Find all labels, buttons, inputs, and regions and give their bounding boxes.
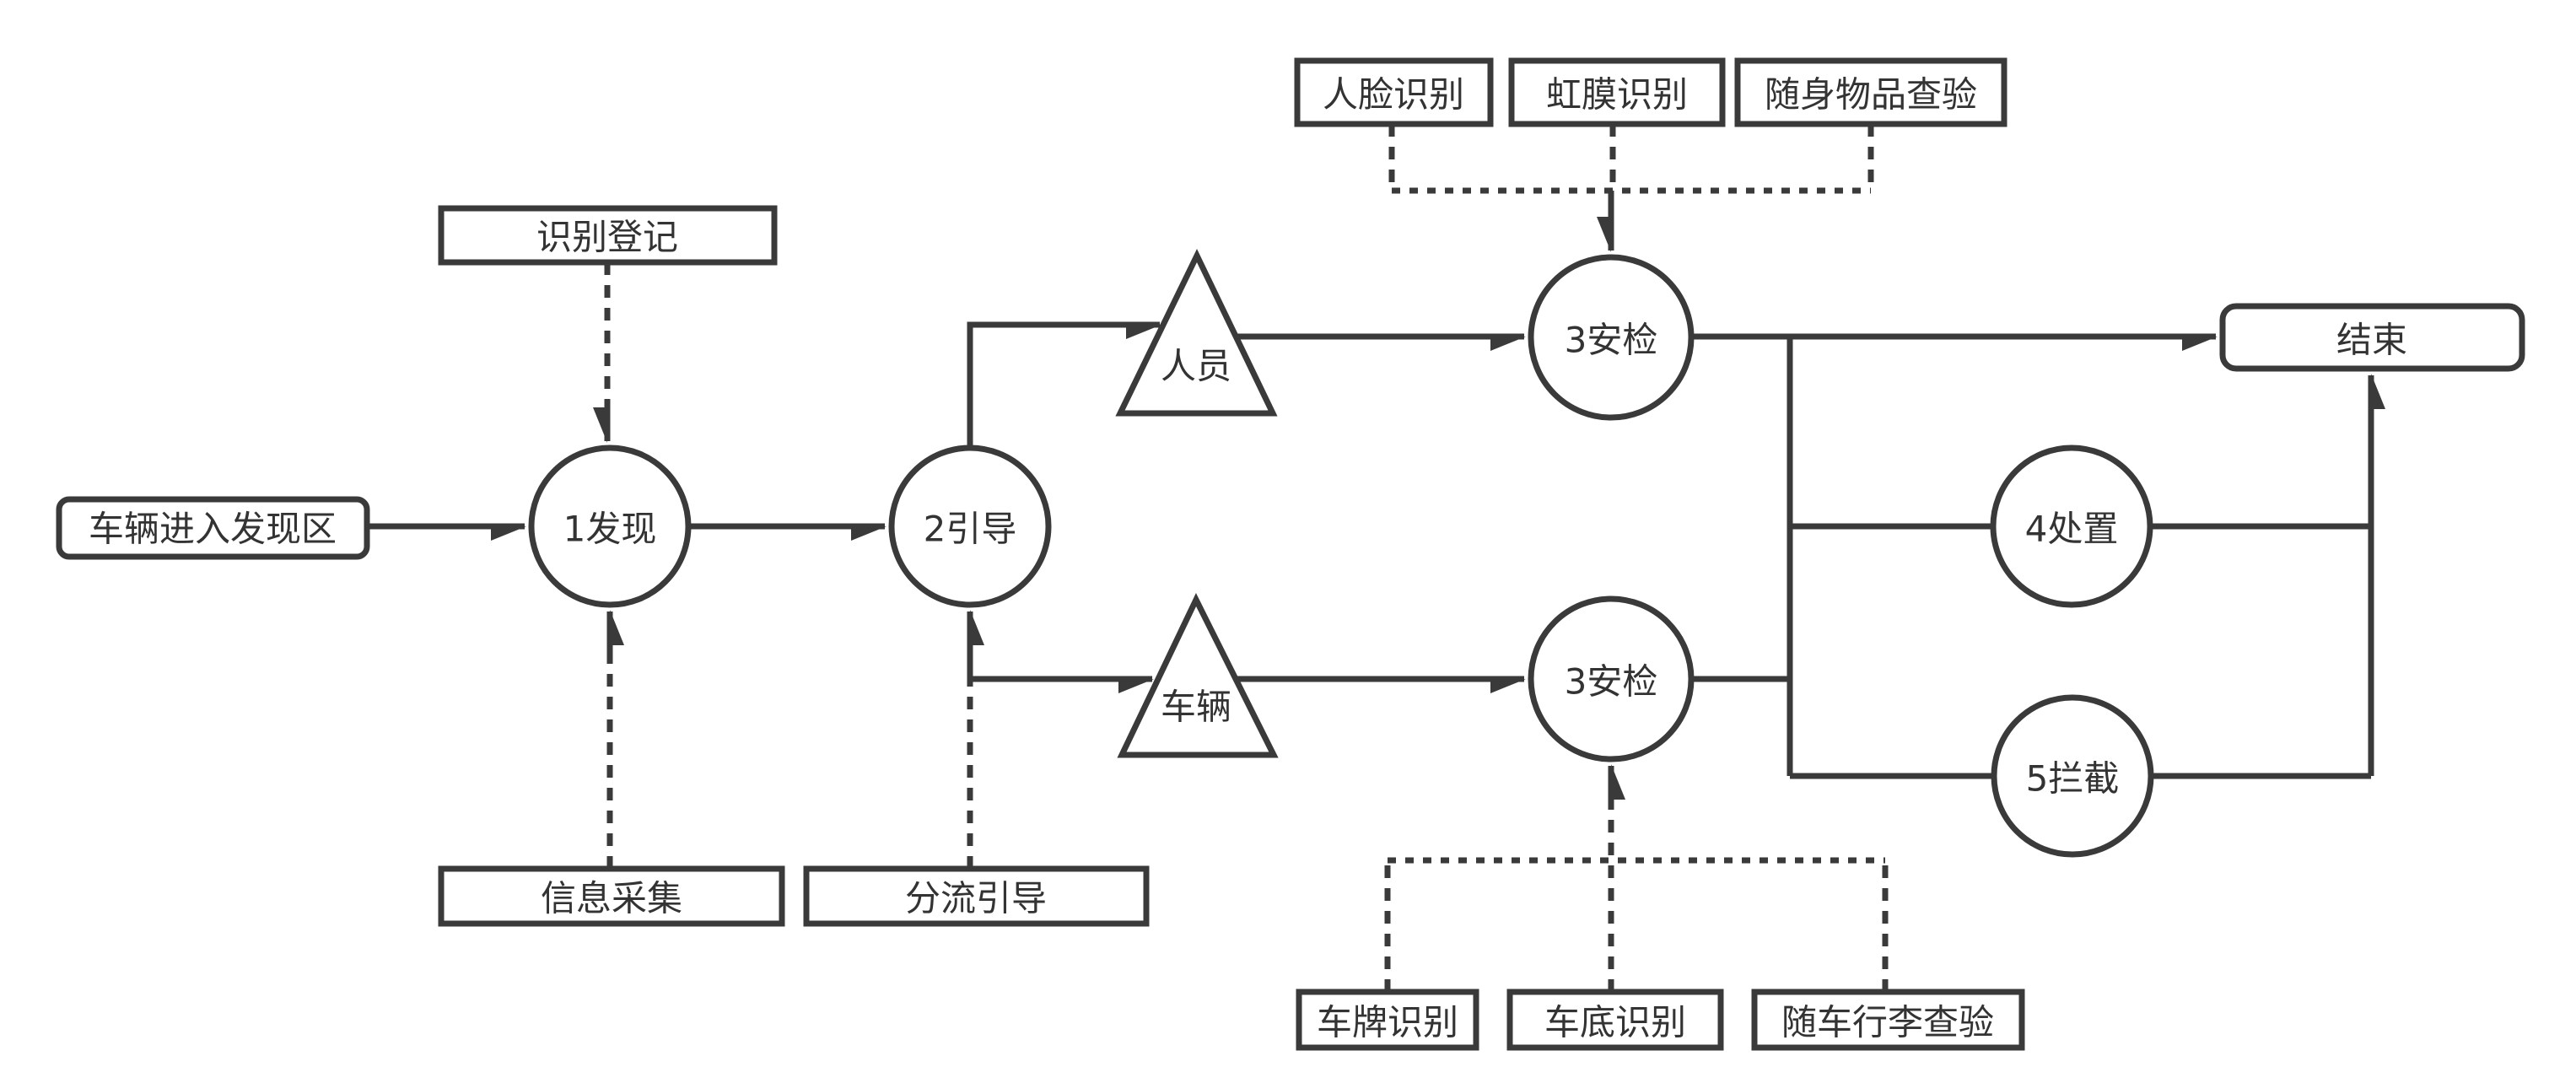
label-belongings-inspection: 随身物品查验 (1765, 74, 1977, 116)
node-divert-guide-box (803, 865, 1150, 927)
node-iris-recognition-box (1508, 57, 1726, 127)
label-vehicle: 车辆 (1161, 687, 1231, 728)
node-luggage-inspection-box (1751, 989, 2025, 1051)
label-intercept: 5拦截 (2026, 758, 2120, 800)
node-underbody-recognition-box (1506, 989, 1724, 1051)
node-guide-circle (888, 445, 1052, 608)
label-vehicle-enter: 车辆进入发现区 (89, 509, 337, 550)
label-discover: 1发现 (563, 509, 657, 550)
node-handle-circle (1990, 445, 2153, 608)
node-register-box (438, 205, 778, 266)
node-intercept-circle (1991, 694, 2154, 858)
label-iris-recognition: 虹膜识别 (1546, 74, 1688, 116)
label-luggage-inspection: 随车行李查验 (1781, 1002, 1994, 1043)
label-security-top: 3安检 (1565, 320, 1658, 361)
node-vehicle-triangle (1117, 593, 1279, 758)
label-guide: 2引导 (924, 509, 1017, 550)
node-discover-circle (528, 445, 692, 608)
node-security-bottom-circle (1528, 595, 1695, 762)
label-end: 结束 (2336, 320, 2407, 361)
label-register: 识别登记 (536, 217, 678, 258)
label-underbody-recognition: 车底识别 (1544, 1002, 1686, 1043)
node-belongings-inspection-box (1734, 57, 2007, 127)
label-plate-recognition: 车牌识别 (1317, 1002, 1458, 1043)
label-divert-guide: 分流引导 (905, 878, 1047, 919)
node-info-collect-box (438, 865, 785, 927)
edge-guide-to-person (967, 321, 1160, 448)
label-handle: 4处置 (2025, 509, 2119, 550)
node-person-triangle (1115, 248, 1278, 417)
label-info-collect: 信息采集 (541, 878, 682, 919)
node-plate-recognition-box (1296, 989, 1479, 1051)
label-person: 人员 (1161, 346, 1231, 387)
node-face-recognition-box (1294, 57, 1494, 127)
node-security-top-circle (1528, 254, 1695, 421)
node-vehicle-enter-box (56, 496, 370, 560)
label-face-recognition: 人脸识别 (1323, 74, 1464, 116)
label-security-bottom: 3安检 (1565, 661, 1658, 703)
node-end-box (2219, 303, 2525, 372)
